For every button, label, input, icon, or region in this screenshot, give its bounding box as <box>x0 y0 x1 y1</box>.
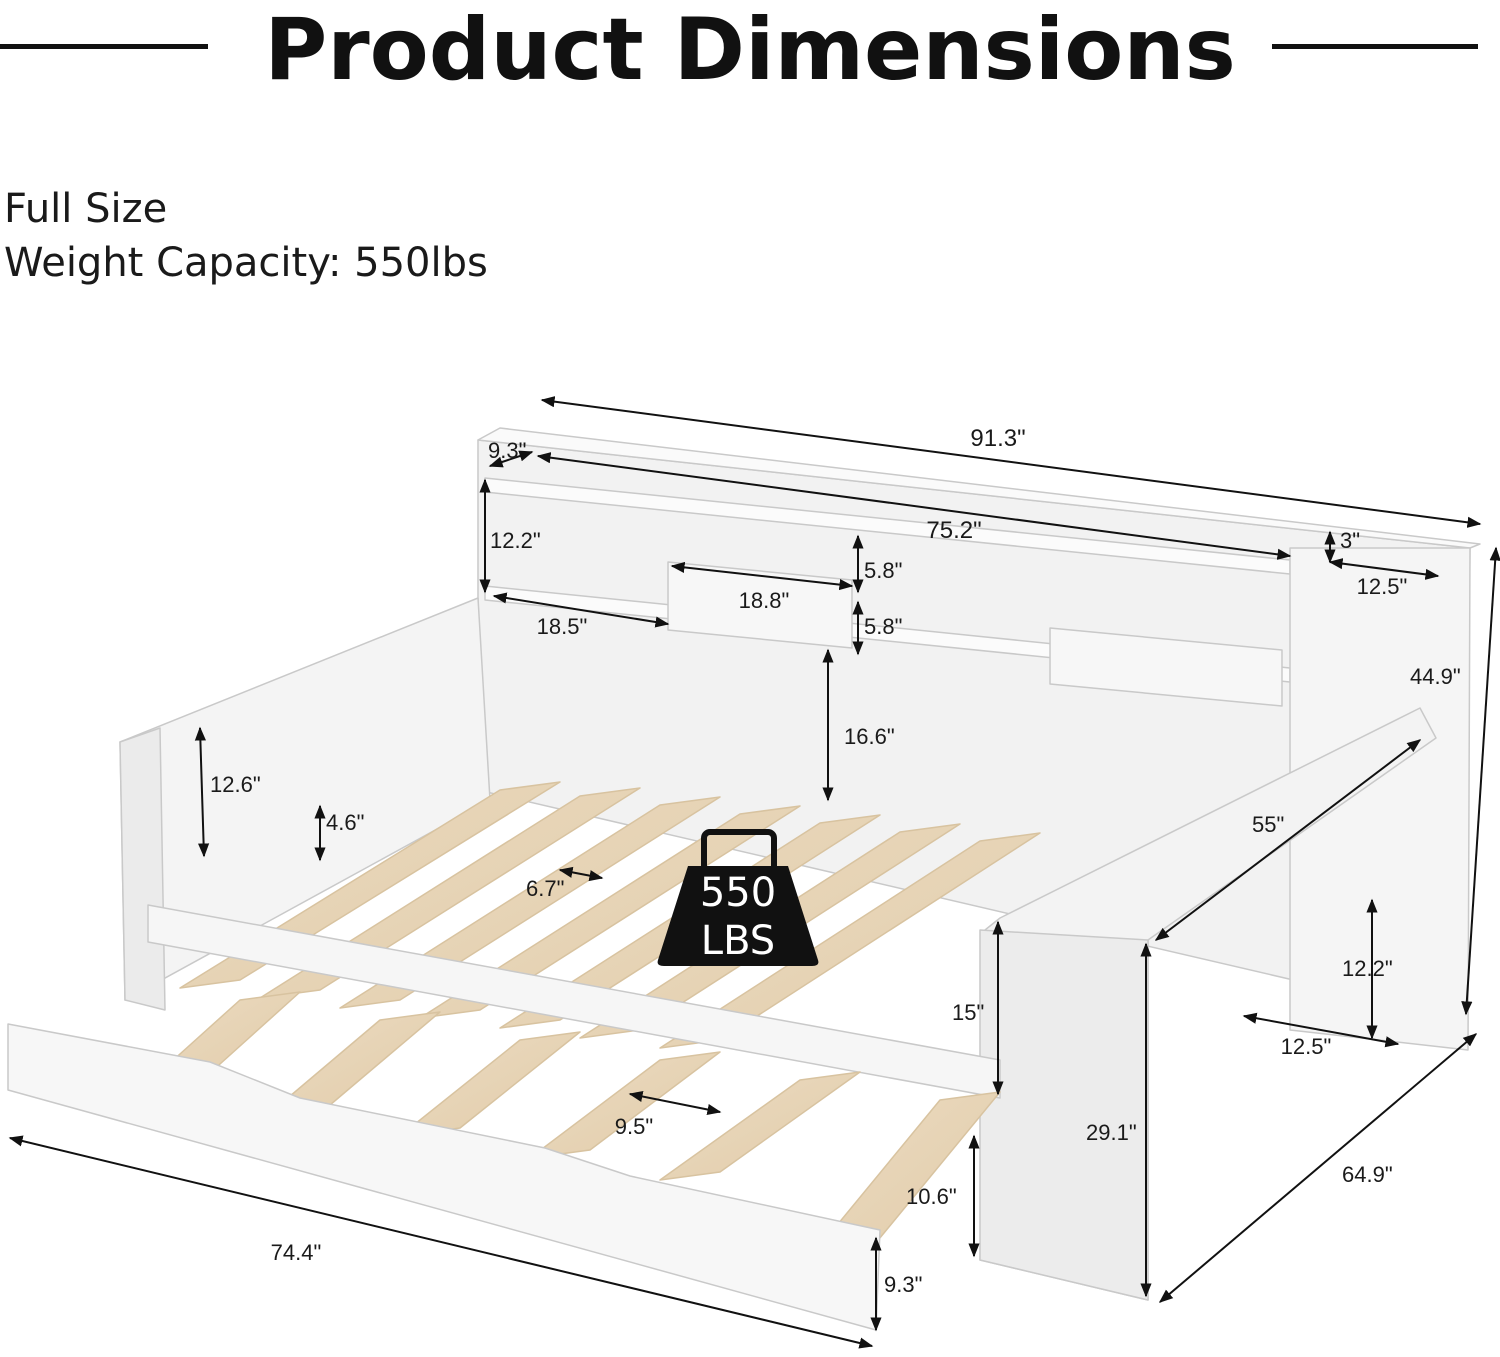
dim-line-trundle-slat-gap <box>628 1090 722 1116</box>
label-side-top-width: 12.5" <box>1357 574 1408 599</box>
label-cubby-lower: 5.8" <box>864 614 902 639</box>
label-trundle-height: 10.6" <box>906 1184 957 1209</box>
label-rail-height: 4.6" <box>326 810 364 835</box>
dim-line-armrest-height <box>194 726 210 858</box>
label-shelf-depth: 9.3" <box>488 438 526 463</box>
side-cabinet-front <box>979 929 1149 1301</box>
dim-line-shelf-depth <box>488 450 534 468</box>
title-rule-right <box>1272 44 1478 49</box>
label-trundle-panel: 9.3" <box>884 1272 922 1297</box>
label-cubby-width: 18.8" <box>739 588 790 613</box>
page-title: Product Dimensions <box>264 0 1236 100</box>
label-trundle-slat-gap: 9.5" <box>615 1114 653 1139</box>
label-shelf-height: 12.2" <box>490 528 541 553</box>
dimension-labels: 91.3" 9.3" 75.2" 12.2" 5.8" 5.8" 18.8" 1… <box>210 425 1461 1297</box>
label-side-length: 55" <box>1252 812 1284 837</box>
left-armrest-front <box>119 727 166 1011</box>
title-rule-left <box>0 44 208 49</box>
dim-line-overall-width <box>1158 1033 1478 1303</box>
label-overall-width: 64.9" <box>1342 1162 1393 1187</box>
badge-number: 550 <box>700 870 776 916</box>
spec-weight-capacity: Weight Capacity: 550lbs <box>4 240 488 286</box>
dimension-lines <box>8 396 1500 1349</box>
label-side-shelf-width: 12.5" <box>1281 1034 1332 1059</box>
label-cubby-upper: 5.8" <box>864 558 902 583</box>
title-banner: Product Dimensions <box>0 0 1500 100</box>
label-overall-height: 44.9" <box>1410 664 1461 689</box>
label-trundle-length: 74.4" <box>271 1240 322 1265</box>
label-left-shelf-width: 18.5" <box>537 614 588 639</box>
dim-line-cubby-width <box>670 561 854 591</box>
dim-line-trundle-length <box>8 1135 874 1349</box>
dim-line-left-shelf-width <box>492 592 670 628</box>
dim-line-shelf-length <box>536 452 1292 560</box>
label-clearance: 15" <box>952 1000 984 1025</box>
dim-line-side-length <box>1154 739 1422 941</box>
front-rail <box>147 904 1001 1099</box>
badge-body <box>657 866 819 966</box>
cubby-box-right <box>1049 627 1283 707</box>
label-headboard-gap: 16.6" <box>844 724 895 749</box>
trundle-front-panel <box>7 1023 881 1331</box>
dim-line-slat-gap <box>558 866 604 882</box>
weight-badge: 550 LBS <box>657 829 819 966</box>
dim-line-side-top-width <box>1328 558 1440 580</box>
label-shelf-length: 75.2" <box>926 517 981 544</box>
label-side-cabinet-height: 29.1" <box>1086 1120 1137 1145</box>
label-armrest-height: 12.6" <box>210 772 261 797</box>
label-slat-gap: 6.7" <box>526 876 564 901</box>
label-side-top-depth: 3" <box>1340 528 1360 553</box>
dim-line-overall-height <box>1461 546 1500 1016</box>
spec-size: Full Size <box>4 186 168 232</box>
badge-unit: LBS <box>701 918 775 964</box>
label-overall-length: 91.3" <box>970 425 1025 452</box>
label-side-shelf-height: 12.2" <box>1342 956 1393 981</box>
